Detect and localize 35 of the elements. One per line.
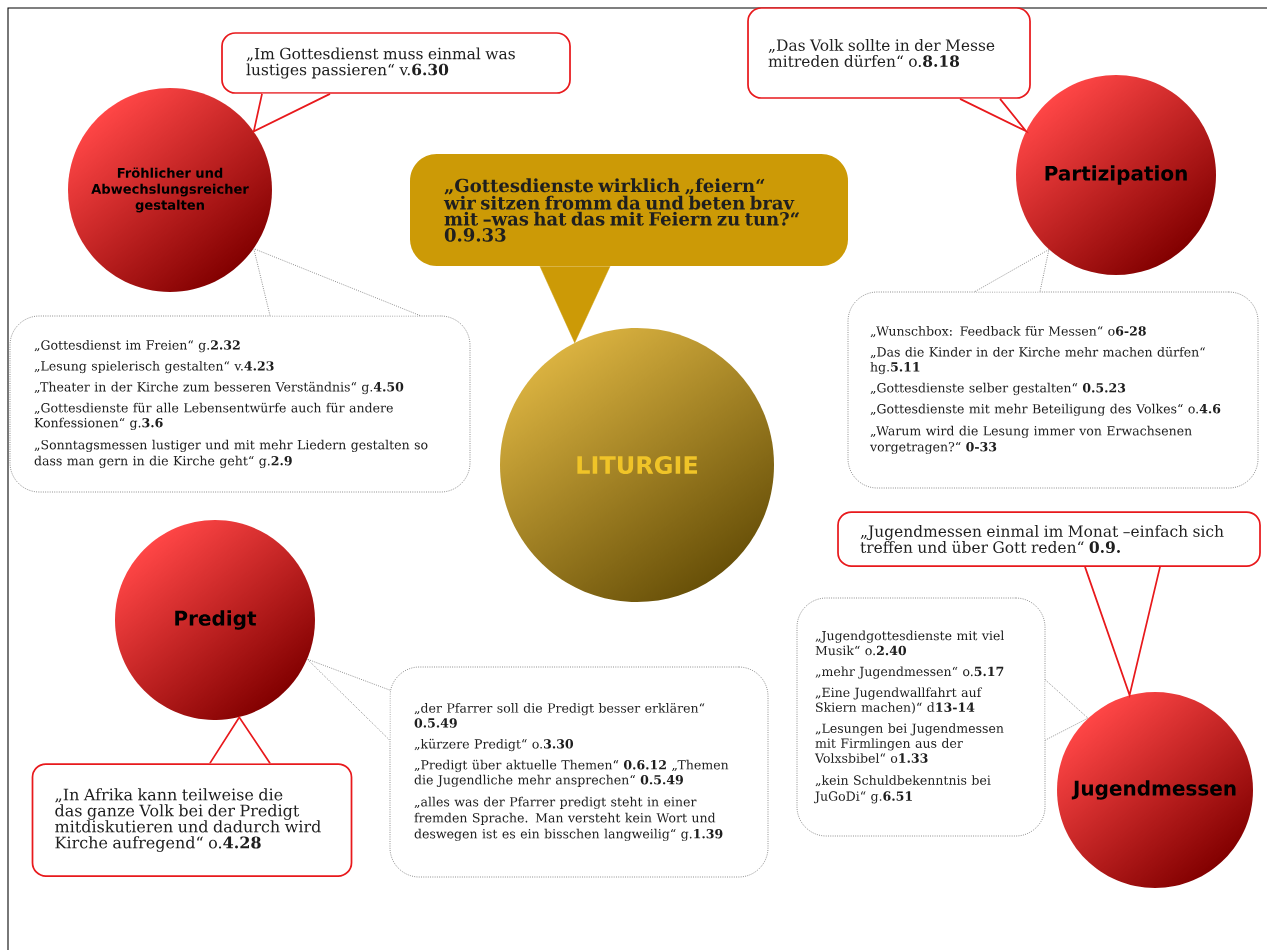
quote-text: „Das Volk sollte in der Messe mitreden dürfen“ o.8.18	[768, 39, 995, 67]
quote-text: „Predigt über aktuelle Themen“ 0.6.12 „Themen die Jugendliche mehr ansprechen“ 0.5.49	[414, 759, 729, 788]
quote-bubble	[9, 248, 471, 493]
quote-text: „Gottesdienste mit mehr Beteiligung des Volkes“ o.4.6	[870, 403, 1221, 417]
quote-text: „alles was der Pfarrer predigt steht in einer fremden Sprache. Man versteht kein Wort und deswegen ist es ein bisschen langweilig“ g.1.39	[414, 796, 723, 842]
quote-text: „kein Schuldbekenntnis bei JuGoDi“ g.6.51	[813, 775, 991, 804]
quote-text: „Jugendgottesdienste mit viel Musik“ o.2.40	[815, 630, 1004, 656]
quote-text: „Theater in der Kirche zum besseren Verständnis“ g.4.50	[34, 381, 404, 395]
quote-text: „kürzere Predigt“ o.3.30	[414, 738, 574, 752]
topic-label: LITURGIE	[577, 455, 698, 475]
quote-text: „Jugendmessen einmal im Monat –einfach sich treffen und über Gott reden“ 0.9.	[860, 525, 1224, 553]
quote-text: „Im Gottesdienst muss einmal was lustiges passieren“ v.6.30	[246, 47, 515, 79]
topic-label: Partizipation	[1045, 165, 1187, 185]
speech-bubble	[31, 715, 353, 877]
quote-text: „Eine Jugendwallfahrt auf Skiern machen)“ d13-14	[815, 687, 983, 714]
speech-bubble	[410, 154, 848, 343]
quote-text: „Sonntagsmessen lustiger und mit mehr Liedern gestalten so dass man gern in die Kirche geht“ g.2.9	[34, 439, 428, 468]
quote-text: „Warum wird die Lesung immer von Erwachsenen vorgetragen?“ 0-33	[869, 425, 1192, 455]
quote-text: „Gottesdienste selber gestalten“ 0.5.23	[870, 382, 1126, 396]
quote-text: „der Pfarrer soll die Predigt besser erklären“ 0.5.49	[414, 702, 705, 728]
quote-bubble	[847, 249, 1259, 489]
topic-label: Fröhlicher und Abwechslungsreicher gestalten	[91, 167, 249, 213]
quote-text: „Gottesdienste für alle Lebensentwürfe auch für andere Konfessionen“ g.3.6	[34, 402, 393, 430]
quote-text: „Das die Kinder in der Kirche mehr machen dürfen“ hg.5.11	[870, 346, 1205, 375]
speech-bubble	[747, 7, 1031, 134]
speech-bubble	[221, 32, 571, 133]
quote-text: „Lesung spielerisch gestalten“ v.4.23	[34, 360, 274, 374]
quote-text: „Gottesdienst im Freien“ g.2.32	[34, 340, 240, 353]
quote-text: „In Afrika kann teilweise die das ganze Volk bei der Predigt mitdiskutieren und dadurch wird Kirche aufregend“ o.4.28	[55, 788, 321, 852]
quote-text: „Lesungen bei Jugendmessen mit Firmlingen aus der Volxsbibel“ o1.33	[814, 723, 1004, 763]
quote-text: „Wunschbox: Feedback für Messen“ o6-28	[870, 325, 1146, 338]
quote-text: „Gottesdienste wirklich „feiern“ wir sitzen fromm da und beten brav mit –was hat das mit Feiern zu tun?“ 0.9.33	[443, 178, 799, 242]
quote-text: „mehr Jugendmessen“ o.5.17	[815, 666, 1004, 679]
topic-label: Predigt	[175, 610, 257, 630]
topic-label: Jugendmessen	[1071, 780, 1236, 800]
